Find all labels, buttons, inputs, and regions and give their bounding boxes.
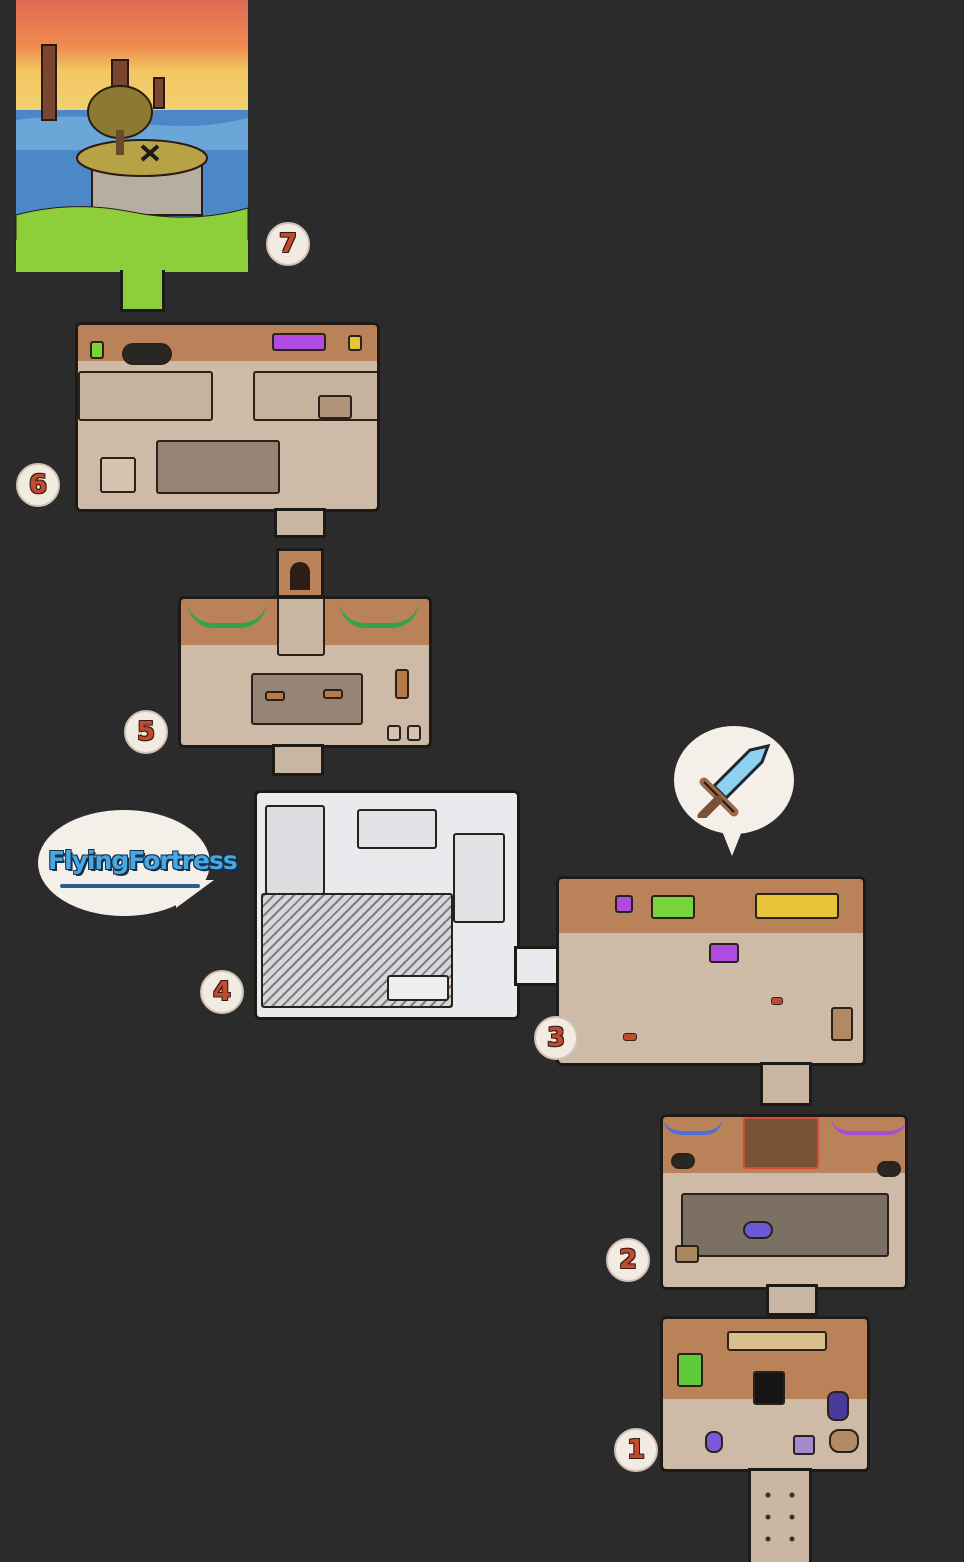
bread-2 <box>323 689 343 699</box>
purple-banner <box>615 895 633 913</box>
room-2-exit <box>766 1284 818 1316</box>
green-banner <box>651 895 695 919</box>
portal-door[interactable] <box>753 1371 785 1405</box>
stool-1 <box>387 725 401 741</box>
barrel <box>831 1007 853 1041</box>
room-6-number: 6 <box>28 470 48 500</box>
room-7-scene <box>15 0 249 278</box>
bread-1 <box>265 691 285 701</box>
room-5-badge: 5 <box>124 710 168 754</box>
room-7-badge: 7 <box>266 222 310 266</box>
room-6[interactable] <box>75 322 380 512</box>
sketch-machine <box>265 805 325 895</box>
shelf-item <box>395 669 409 699</box>
green-garland-right <box>339 601 419 628</box>
room-7-exit <box>120 270 165 312</box>
flying-fortress-logo: FlyingFortress <box>48 846 238 875</box>
rock-left <box>671 1153 695 1169</box>
room-3-exit <box>760 1062 812 1106</box>
u-counter <box>681 1193 889 1257</box>
room-2[interactable] <box>660 1114 908 1290</box>
walkway-rivets <box>756 1484 804 1554</box>
room-4-number: 4 <box>212 977 232 1007</box>
festive-banner <box>727 1331 827 1351</box>
green-garland-left <box>187 601 267 628</box>
room-1-badge: 1 <box>614 1428 658 1472</box>
yellow-sign <box>348 335 362 351</box>
rock-right <box>877 1161 901 1177</box>
room-5-exit <box>272 744 324 776</box>
room-3-number: 3 <box>546 1023 566 1053</box>
room-7[interactable] <box>12 0 252 278</box>
green-sign <box>90 341 104 359</box>
large-table <box>156 440 280 494</box>
sword-icon <box>697 743 771 818</box>
purple-bunting <box>831 1117 905 1135</box>
stool-2 <box>407 725 421 741</box>
room-4-badge: 4 <box>200 970 244 1014</box>
left-counter <box>78 371 213 421</box>
logo-underline <box>60 884 200 888</box>
room-1-number: 1 <box>626 1435 646 1465</box>
sketch-cabinet <box>453 833 505 923</box>
room-4[interactable] <box>254 790 520 1020</box>
crate <box>318 395 352 419</box>
room-2-badge: 2 <box>606 1238 650 1282</box>
sword-bubble-tail <box>720 826 744 856</box>
debris-1 <box>623 1033 637 1041</box>
purple-cauldron <box>743 1221 773 1239</box>
purple-sign <box>272 333 326 351</box>
blue-bunting <box>663 1117 723 1135</box>
green-poster <box>677 1353 703 1387</box>
room-3[interactable] <box>556 876 866 1066</box>
small-box <box>100 457 136 493</box>
room-1[interactable] <box>660 1316 870 1472</box>
room-5-number: 5 <box>136 717 156 747</box>
room-6-badge: 6 <box>16 463 60 507</box>
dark-creature <box>122 343 172 365</box>
center-pillar <box>277 599 325 656</box>
room-5[interactable] <box>178 596 432 748</box>
purple-rug <box>709 943 739 963</box>
gem-archway <box>743 1117 819 1169</box>
wood-stump <box>829 1429 859 1453</box>
debris-2 <box>771 997 783 1005</box>
room-7-number: 7 <box>278 229 298 259</box>
yellow-banner <box>755 893 839 919</box>
sketch-sign <box>357 809 437 849</box>
right-counter <box>253 371 377 421</box>
crate-2 <box>675 1245 699 1263</box>
purple-npc[interactable] <box>827 1391 849 1421</box>
player-character[interactable] <box>705 1431 723 1453</box>
room-6-exit <box>274 508 326 538</box>
room-3-badge: 3 <box>534 1016 578 1060</box>
room-2-number: 2 <box>618 1245 638 1275</box>
x-mark-icon <box>140 144 160 162</box>
sketch-bench <box>387 975 449 1001</box>
door-arch <box>290 562 310 590</box>
purple-crate <box>793 1435 815 1455</box>
